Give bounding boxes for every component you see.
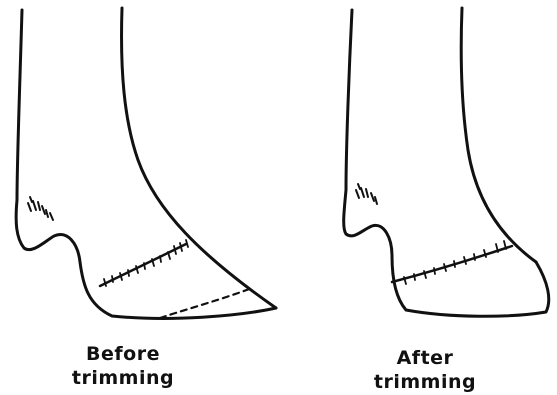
caption-before-line2: trimming — [58, 366, 188, 390]
caption-before-line1: Before — [58, 342, 188, 366]
hoof-before-trimming — [16, 8, 276, 318]
hoof-before-coronet-hatch — [28, 197, 53, 220]
caption-after-line1: After — [360, 346, 490, 370]
caption-after-trimming: After trimming — [360, 346, 490, 394]
hoof-after-front-wall — [461, 8, 536, 262]
hoof-before-outline — [16, 10, 276, 318]
caption-before-trimming: Before trimming — [58, 342, 188, 390]
hoof-after-trimming — [344, 8, 549, 316]
hoof-after-coronet-ticks — [404, 241, 506, 284]
caption-after-line2: trimming — [360, 370, 490, 394]
hoof-after-coronet-line — [392, 246, 512, 282]
hoof-after-coronet-hatch — [356, 184, 377, 204]
